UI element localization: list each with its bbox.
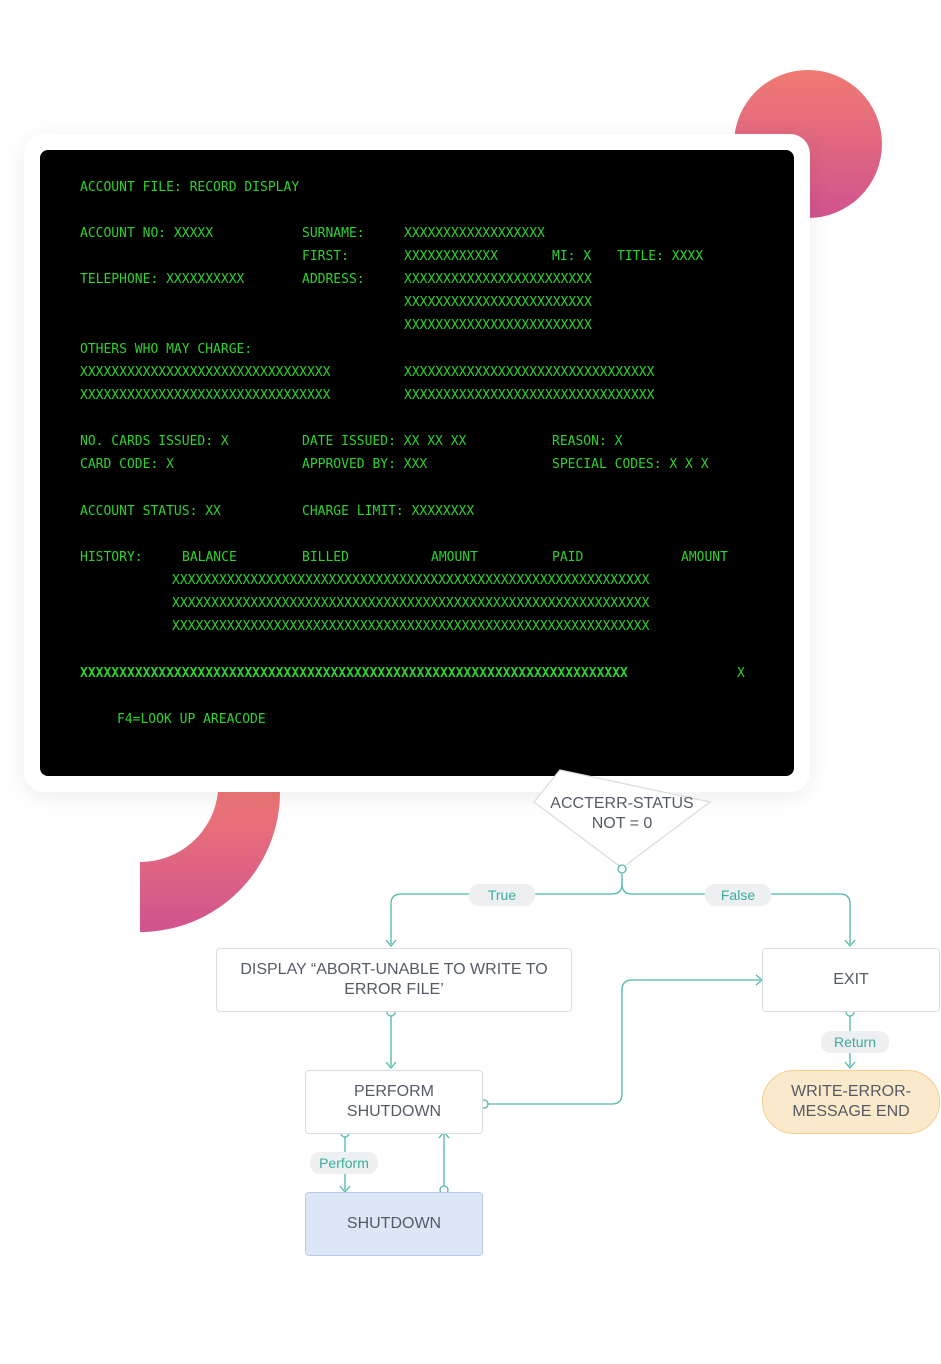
terminal-card: ACCOUNT FILE: RECORD DISPLAY ACCOUNT NO: … — [24, 134, 810, 792]
terminal-line: ADDRESS: — [302, 272, 365, 287]
terminal-line: FIRST: — [302, 249, 349, 264]
terminal-line: XXXXXXXXXXXXXXXXXXXXXXXXXXXXXXXXXXXXXXXX… — [172, 619, 650, 634]
terminal-line: XXXXXXXXXXXXXXXXXXXXXXXX — [404, 318, 592, 333]
exit-box[interactable]: EXIT — [762, 948, 940, 1012]
false-label: False — [705, 884, 771, 906]
port-decision — [617, 864, 627, 874]
terminal-line: XXXXXXXXXXXXXXXXXXXXXXXXXXXXXXXX — [404, 388, 655, 403]
true-label: True — [469, 884, 535, 906]
terminal-line: F4=LOOK UP AREACODE — [117, 712, 266, 727]
terminal-line: XXXXXXXXXXXXXXXXXXXXXXXXXXXXXXXX — [404, 365, 655, 380]
perform-shutdown-box[interactable]: PERFORM SHUTDOWN — [305, 1070, 483, 1134]
terminal-line: HISTORY: — [80, 550, 143, 565]
terminal-line: ACCOUNT NO: XXXXX — [80, 226, 214, 241]
write-error-end-node[interactable]: WRITE-ERROR-MESSAGE END — [762, 1070, 940, 1134]
shutdown-box[interactable]: SHUTDOWN — [305, 1192, 483, 1256]
terminal-line: OTHERS WHO MAY CHARGE: — [80, 342, 253, 357]
terminal-line: SURNAME: — [302, 226, 365, 241]
terminal-line: XXXXXXXXXXXXXXXXXXXXXXXX — [404, 295, 592, 310]
terminal-line: APPROVED BY: XXX — [302, 457, 428, 472]
terminal-line: XXXXXXXXXXXXXXXXXXXXXXXXXXXXXXXXXXXXXXXX… — [172, 596, 650, 611]
terminal-line: PAID — [552, 550, 584, 565]
terminal-line: BILLED — [302, 550, 349, 565]
terminal-line: NO. CARDS ISSUED: X — [80, 434, 229, 449]
terminal-line: X — [737, 666, 745, 681]
terminal-line: SPECIAL CODES: X X X — [552, 457, 709, 472]
terminal-line: CARD CODE: X — [80, 457, 174, 472]
terminal-line: ACCOUNT FILE: RECORD DISPLAY — [80, 180, 300, 195]
display-abort-box[interactable]: DISPLAY “ABORT-UNABLE TO WRITE TO ERROR … — [216, 948, 572, 1012]
terminal-line: XXXXXXXXXXXXXXXXXXXXXXXXXXXXXXXXXXXXXXXX… — [172, 573, 650, 588]
decor-half-ring — [140, 780, 280, 932]
terminal-line: XXXXXXXXXXXXXXXXXXXXXXXXXXXXXXXXXXXXXXXX… — [80, 666, 628, 681]
terminal-screen: ACCOUNT FILE: RECORD DISPLAY ACCOUNT NO: … — [40, 150, 794, 776]
terminal-line: XXXXXXXXXXXXXXXXXXXXXXXXXXXXXXXX — [80, 365, 331, 380]
connector-false — [621, 883, 851, 944]
terminal-line: XXXXXXXXXXXXXXXXXX — [404, 226, 545, 241]
connector-perform-to-exit — [488, 979, 760, 1105]
terminal-line: REASON: X — [552, 434, 623, 449]
terminal-line: TELEPHONE: XXXXXXXXXX — [80, 272, 245, 287]
terminal-line: XXXXXXXXXXXX — [404, 249, 498, 264]
terminal-line: AMOUNT — [431, 550, 478, 565]
terminal-line: BALANCE — [182, 550, 237, 565]
terminal-line: AMOUNT — [681, 550, 728, 565]
terminal-line: ACCOUNT STATUS: XX — [80, 504, 221, 519]
terminal-line: MI: X — [552, 249, 592, 264]
perform-label: Perform — [310, 1152, 378, 1174]
terminal-line: TITLE: XXXX — [617, 249, 704, 264]
terminal-line: DATE ISSUED: XX XX XX — [302, 434, 467, 449]
terminal-line: XXXXXXXXXXXXXXXXXXXXXXXXXXXXXXXX — [80, 388, 331, 403]
terminal-line: CHARGE LIMIT: XXXXXXXX — [302, 504, 475, 519]
terminal-line: XXXXXXXXXXXXXXXXXXXXXXXX — [404, 272, 592, 287]
decision-label: ACCTERR-STATUS NOT = 0 — [550, 795, 694, 832]
return-label: Return — [821, 1031, 889, 1053]
